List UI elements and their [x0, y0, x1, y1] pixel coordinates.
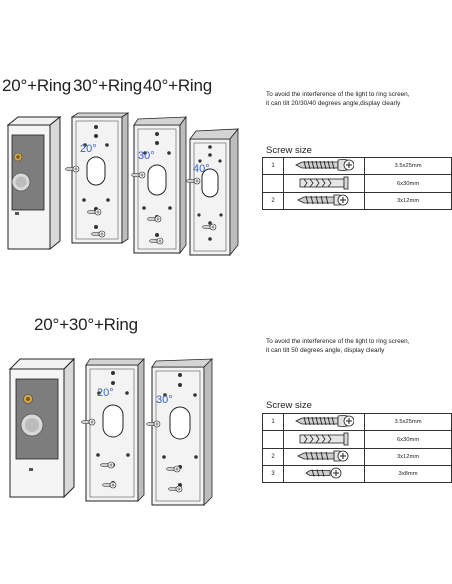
angle-label-30: 30°	[138, 150, 155, 162]
title-20-30-ring: 20°+30°+Ring	[34, 315, 138, 334]
screw-row: 2 3x12mm	[262, 448, 452, 466]
mount-plate-30-combo	[151, 358, 214, 506]
angle-label-30-combo: 30°	[156, 394, 173, 406]
doorbell-mounts-diagram-2	[8, 357, 214, 506]
title-40-ring: 40°+Ring	[143, 76, 212, 95]
screw-row-num	[262, 430, 284, 449]
angle-label-20-combo: 20°	[97, 387, 114, 399]
angle-label-20: 20°	[80, 143, 97, 155]
doorbell-mounts-diagram-1	[6, 112, 239, 257]
screw-row-num	[262, 174, 284, 193]
tiny-screw-icon	[282, 465, 366, 483]
tilt-note-1-line2: it can tilt 20/30/40 degrees angle,displ…	[266, 99, 401, 107]
screw-row-num: 2	[262, 448, 284, 466]
screw-size-title-2: Screw size	[266, 400, 312, 411]
screw-row: 6x30mm	[262, 174, 452, 193]
ring-doorbell-illustration-1	[6, 115, 62, 251]
mount-plate-20	[70, 112, 130, 244]
tilt-note-2-line2: it can tilt 50 degrees angle, display cl…	[266, 346, 385, 354]
tilt-note-2: To avoid the interference of the light t…	[266, 338, 410, 355]
ring-doorbell-illustration-2	[8, 357, 76, 499]
screw-row-num: 2	[262, 192, 284, 210]
screw-row-size: 3x12mm	[364, 448, 452, 466]
screw-row: 2 3x12mm	[262, 192, 452, 210]
short-screw-icon	[282, 448, 366, 466]
screw-row-size: 3.5x25mm	[364, 157, 452, 175]
short-screw-icon	[282, 192, 366, 210]
screw-size-table-2: 1 3.5x25mm 6x30mm 2 3x12mm 3 3x8mm	[262, 413, 452, 483]
wall-anchor-icon	[282, 430, 366, 449]
screw-row: 3 3x8mm	[262, 465, 452, 483]
tilt-note-1-line1: To avoid the interference of the light t…	[266, 91, 410, 98]
screw-row: 1 3.5x25mm	[262, 413, 452, 431]
mount-plate-40	[189, 127, 239, 257]
mount-plate-20-combo	[85, 358, 145, 502]
tilt-note-2-line1: To avoid the interference of the light t…	[266, 338, 410, 345]
screw-size-table-1: 1 3.5x25mm 6x30mm 2 3x12mm	[262, 157, 452, 210]
long-screw-icon	[282, 157, 366, 175]
angle-label-40: 40°	[193, 163, 210, 175]
screw-row: 6x30mm	[262, 430, 452, 449]
screw-row-num: 1	[262, 157, 284, 175]
screw-row-num: 3	[262, 465, 284, 483]
title-30-ring: 30°+Ring	[73, 76, 142, 95]
screw-row-size: 3x12mm	[364, 192, 452, 210]
screw-row: 1 3.5x25mm	[262, 157, 452, 175]
screw-row-size: 3x8mm	[364, 465, 452, 483]
mount-plate-30	[133, 115, 187, 255]
screw-row-size: 6x30mm	[364, 430, 452, 449]
tilt-note-1: To avoid the interference of the light t…	[266, 91, 410, 108]
long-screw-icon	[282, 413, 366, 431]
screw-row-num: 1	[262, 413, 284, 431]
screw-row-size: 3.5x25mm	[364, 413, 452, 431]
title-20-ring: 20°+Ring	[2, 76, 71, 95]
screw-size-title-1: Screw size	[266, 145, 312, 156]
screw-row-size: 6x30mm	[364, 174, 452, 193]
wall-anchor-icon	[282, 174, 366, 193]
